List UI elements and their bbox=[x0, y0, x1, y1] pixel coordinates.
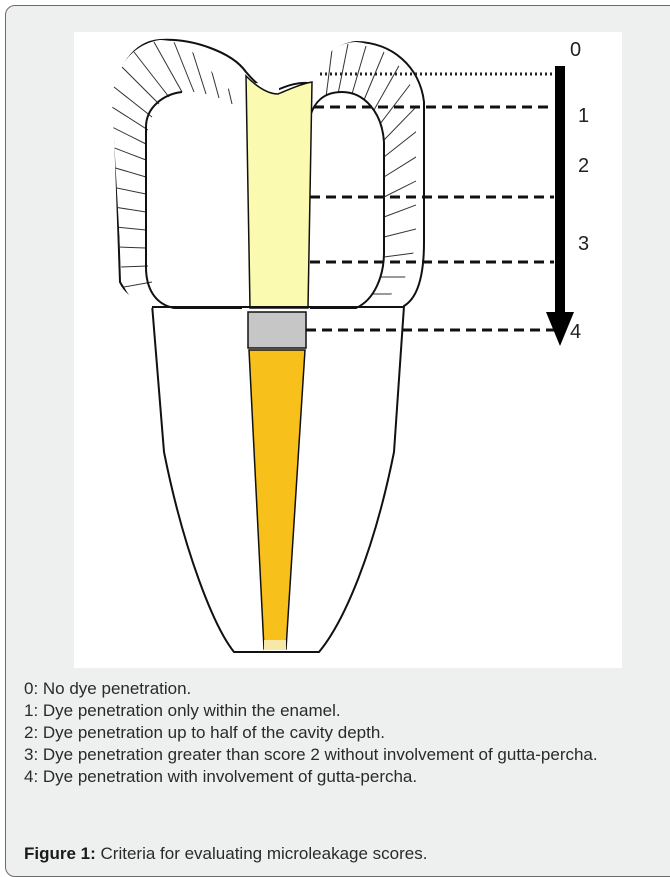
score-label-1: 1 bbox=[578, 105, 589, 127]
tooth-diagram-svg: 0 1 2 3 4 bbox=[74, 32, 622, 668]
caption-text: Criteria for evaluating microleakage sco… bbox=[101, 844, 428, 863]
figure-panel: 0 1 2 3 4 0: No dye penetration. 1: Dye … bbox=[5, 5, 670, 877]
criteria-item-4: 4: Dye penetration with involvement of g… bbox=[24, 766, 670, 788]
criteria-item-3: 3: Dye penetration greater than score 2 … bbox=[24, 744, 670, 766]
score-label-2: 2 bbox=[578, 155, 589, 177]
criteria-item-1: 1: Dye penetration only within the ename… bbox=[24, 700, 670, 722]
caption-label: Figure 1: bbox=[24, 844, 96, 863]
score-label-0: 0 bbox=[570, 39, 581, 61]
criteria-item-2: 2: Dye penetration up to half of the cav… bbox=[24, 722, 670, 744]
criteria-list: 0: No dye penetration. 1: Dye penetratio… bbox=[24, 678, 670, 788]
base-liner bbox=[248, 312, 306, 348]
figure-caption: Figure 1: Criteria for evaluating microl… bbox=[24, 844, 427, 864]
score-label-3: 3 bbox=[578, 233, 589, 255]
microleakage-diagram: 0 1 2 3 4 bbox=[74, 32, 622, 668]
score-label-4: 4 bbox=[570, 321, 581, 343]
restoration-filling bbox=[246, 76, 312, 308]
criteria-item-0: 0: No dye penetration. bbox=[24, 678, 670, 700]
